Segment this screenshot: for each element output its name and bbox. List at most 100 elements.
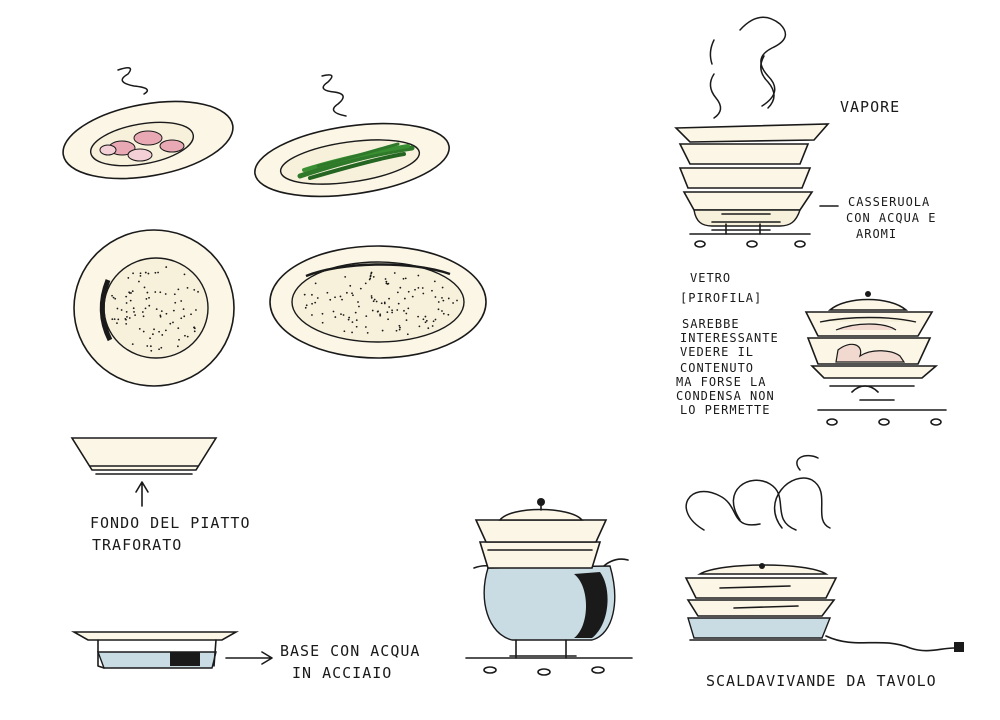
perforation-dot — [154, 291, 157, 293]
perforation-dot — [177, 345, 179, 348]
perforation-dot — [178, 338, 180, 341]
label-scaldavivande: SCALDAVIVANDE DA TAVOLO — [706, 672, 937, 690]
perforation-dot — [120, 309, 123, 311]
label-fondo-1: FONDO DEL PIATTO — [90, 514, 251, 532]
perforation-dot — [125, 295, 128, 298]
perforation-dot — [441, 310, 443, 312]
perforation-dot — [125, 318, 127, 321]
perforation-dot — [197, 290, 199, 293]
perforation-dot — [417, 315, 419, 318]
perforation-dot — [403, 297, 406, 300]
perforation-dot — [111, 294, 113, 297]
perforation-dot — [370, 295, 373, 297]
perforation-dot — [304, 306, 307, 309]
perforation-dot — [387, 318, 389, 321]
perforation-dot — [116, 322, 118, 325]
perforation-dot — [403, 309, 405, 312]
stacked-steamer-vapore — [674, 16, 839, 248]
perforation-dot — [139, 274, 142, 277]
perforation-dot — [417, 274, 420, 277]
perforation-dot — [422, 318, 425, 321]
perforation-dot — [442, 312, 445, 315]
perforated-round-plate — [73, 229, 235, 387]
perforation-dot — [173, 293, 176, 296]
perforation-dot — [402, 277, 405, 280]
perforation-dot — [148, 296, 150, 299]
perforation-dot — [456, 299, 458, 302]
perforation-dot — [381, 329, 384, 332]
perforation-dot — [407, 307, 410, 310]
perforation-dot — [138, 280, 140, 283]
perforation-dot — [125, 302, 128, 304]
steel-base-with-water — [70, 631, 273, 669]
perforation-dot — [303, 293, 306, 296]
perforation-dot — [146, 345, 149, 347]
perforation-dot — [384, 278, 387, 280]
perforation-dot — [139, 272, 142, 275]
perforation-dot — [146, 291, 149, 294]
perforation-dot — [348, 316, 351, 319]
label-pirofila: [PIROFILA] — [680, 291, 762, 305]
perforation-dot — [132, 272, 134, 275]
perforation-dot — [388, 306, 391, 308]
perforation-dot — [379, 313, 382, 316]
perforation-dot — [117, 318, 120, 321]
perforation-dot — [396, 309, 399, 311]
perforation-dot — [183, 273, 186, 276]
perforation-dot — [351, 321, 354, 324]
perforation-dot — [149, 345, 152, 348]
label-casseruola-3: AROMI — [856, 227, 897, 241]
perforation-dot — [129, 299, 132, 302]
perforation-dot — [355, 325, 358, 328]
perforation-dot — [180, 300, 183, 302]
perforation-dot — [380, 302, 383, 305]
perforation-dot — [422, 292, 425, 295]
perforation-dot — [393, 272, 396, 274]
perforation-dot — [143, 286, 146, 289]
perforation-dot — [193, 330, 196, 333]
perforation-dot — [111, 318, 114, 321]
perforation-dot — [351, 292, 353, 295]
perforation-dot — [131, 343, 134, 346]
perforation-dot — [131, 290, 134, 293]
label-note-5: MA FORSE LA — [676, 375, 766, 389]
perforation-dot — [134, 314, 136, 317]
perforation-dot — [368, 278, 371, 281]
perforation-dot — [424, 321, 427, 324]
perforation-dot — [437, 308, 440, 311]
perforation-dot — [383, 301, 386, 304]
perforation-dot — [145, 298, 148, 300]
perforation-dot — [133, 311, 135, 313]
perforation-dot — [329, 298, 332, 301]
perforation-dot — [417, 286, 420, 289]
perforation-dot — [447, 313, 450, 316]
perforation-dot — [358, 305, 360, 308]
perforation-dot — [406, 333, 409, 336]
perforation-dot — [355, 319, 358, 322]
perforation-dot — [150, 349, 153, 352]
perforation-dot — [452, 302, 454, 304]
perforation-dot — [127, 277, 130, 279]
label-vetro: VETRO — [690, 271, 731, 285]
perforation-dot — [193, 288, 196, 291]
perforation-dot — [113, 318, 116, 321]
label-casseruola-2: CON ACQUA E — [846, 211, 936, 225]
glass-pirofila-steamer — [804, 291, 947, 426]
perforation-dot — [130, 292, 132, 294]
perforation-dot — [169, 322, 172, 325]
plate-with-seafood — [62, 67, 234, 180]
perforation-dot — [334, 296, 336, 299]
perforation-dot — [396, 291, 399, 294]
perforation-dot — [399, 326, 401, 329]
perforation-dot — [370, 296, 373, 299]
perforation-dot — [138, 327, 141, 330]
perforation-dot — [174, 301, 177, 304]
perforation-dot — [144, 307, 147, 310]
perforation-dot — [398, 324, 401, 327]
perforation-dot — [433, 280, 436, 283]
perforation-dot — [407, 290, 410, 293]
pot-steamer-on-burner — [465, 498, 633, 676]
perforation-dot — [160, 310, 163, 313]
perforation-dot — [132, 307, 135, 310]
perforation-dot — [126, 315, 128, 318]
